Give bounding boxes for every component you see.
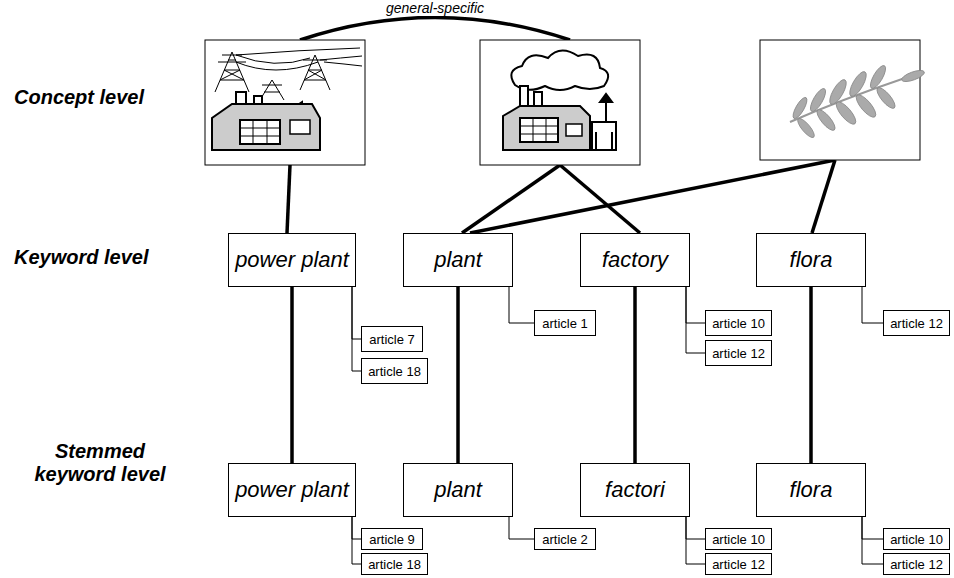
- level-label: Concept level: [14, 86, 144, 109]
- article-box: article 12: [883, 553, 950, 575]
- article-link: [862, 517, 883, 564]
- concept-links: [287, 160, 835, 233]
- level-label: Keyword level: [14, 246, 149, 269]
- keyword-text: flora: [790, 477, 833, 503]
- article-box: article 10: [705, 528, 772, 550]
- stem-link: [456, 287, 460, 463]
- article-text: article 12: [712, 346, 765, 361]
- keyword-box: factory: [580, 233, 690, 287]
- article-text: article 10: [712, 316, 765, 331]
- relation-label: general-specific: [383, 1, 487, 16]
- article-link: [509, 287, 534, 323]
- keyword-box: factori: [580, 463, 690, 517]
- article-text: article 2: [542, 532, 588, 547]
- article-text: article 12: [890, 316, 943, 331]
- keyword-box: power plant: [228, 233, 356, 287]
- article-link: [686, 517, 705, 564]
- article-link: [862, 517, 883, 539]
- power-plant-concept: [205, 40, 365, 165]
- stem-link: [809, 287, 813, 463]
- article-box: article 7: [361, 326, 423, 352]
- factory-concept: [480, 40, 640, 165]
- article-text: article 1: [542, 316, 588, 331]
- level-label: Stemmed keyword level: [25, 440, 175, 486]
- keyword-box: plant: [403, 463, 513, 517]
- stem-link: [633, 287, 637, 463]
- article-link: [352, 287, 361, 371]
- article-text: article 10: [890, 532, 943, 547]
- article-text: article 18: [368, 364, 421, 379]
- general-specific-arc: [300, 18, 570, 41]
- article-text: article 7: [369, 332, 415, 347]
- keyword-box: power plant: [228, 463, 356, 517]
- article-box: article 18: [361, 358, 428, 384]
- keyword-text: factori: [605, 477, 665, 503]
- keyword-box: plant: [403, 233, 513, 287]
- keyword-text: flora: [790, 247, 833, 273]
- article-link: [862, 287, 883, 323]
- article-box: article 9: [361, 528, 423, 550]
- article-box: article 12: [705, 340, 772, 366]
- article-box: article 1: [534, 310, 596, 336]
- keyword-box: flora: [756, 233, 866, 287]
- article-link: [352, 517, 361, 539]
- flora-concept: [760, 40, 926, 160]
- article-box: article 2: [534, 528, 596, 550]
- article-text: article 12: [712, 557, 765, 572]
- keyword-text: plant: [434, 477, 482, 503]
- article-link: [686, 287, 705, 353]
- keyword-text: plant: [434, 247, 482, 273]
- article-link: [352, 517, 361, 564]
- article-box: article 12: [883, 310, 950, 336]
- stem-link: [290, 287, 294, 463]
- article-link: [509, 517, 534, 539]
- keyword-text: power plant: [235, 477, 349, 503]
- article-link: [686, 517, 705, 539]
- keyword-box: flora: [756, 463, 866, 517]
- article-link: [686, 287, 705, 323]
- article-text: article 18: [368, 557, 421, 572]
- article-box: article 10: [705, 310, 772, 336]
- article-link: [352, 287, 361, 339]
- keyword-text: factory: [602, 247, 668, 273]
- article-box: article 10: [883, 528, 950, 550]
- article-text: article 12: [890, 557, 943, 572]
- article-text: article 10: [712, 532, 765, 547]
- keyword-text: power plant: [235, 247, 349, 273]
- article-text: article 9: [369, 532, 415, 547]
- article-box: article 18: [361, 553, 428, 575]
- article-box: article 12: [705, 553, 772, 575]
